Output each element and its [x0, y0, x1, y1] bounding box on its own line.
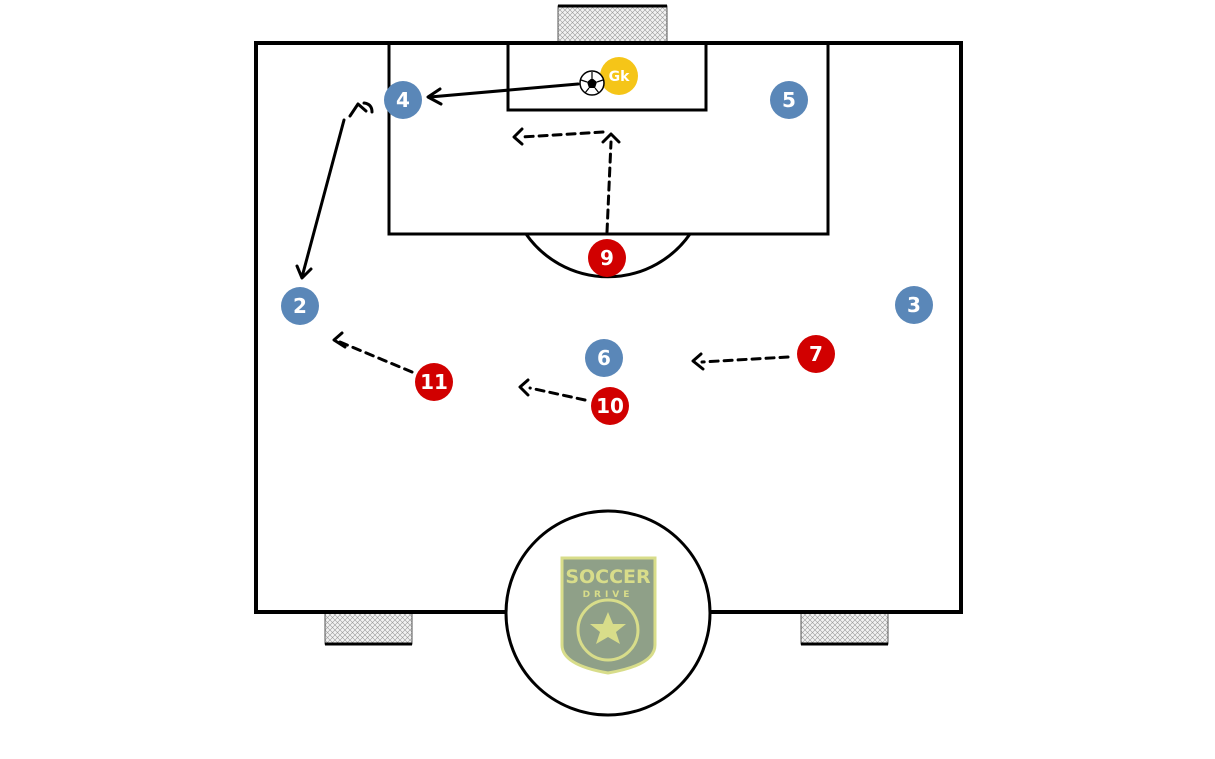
player-11: 11 — [415, 363, 453, 401]
run-9-up — [605, 140, 613, 234]
bottom-right-goal — [800, 612, 889, 646]
pass-4-to-2-arrowhead — [295, 264, 313, 280]
run-9-up-arrowhead — [601, 132, 621, 144]
player-11-label: 11 — [420, 370, 448, 394]
soccer-drive-logo: SOCCER DRIVE — [560, 556, 657, 675]
run-10-arrowhead — [518, 378, 530, 397]
run-10 — [528, 386, 587, 402]
player-3: 3 — [895, 286, 933, 324]
player-7-label: 7 — [809, 342, 823, 366]
player-10: 10 — [591, 387, 629, 425]
run-11 — [338, 340, 414, 374]
bottom-left-goal — [324, 612, 413, 646]
run-7 — [700, 355, 790, 364]
player-2-label: 2 — [293, 294, 307, 318]
pass-gk-to-4-arrowhead — [426, 87, 443, 106]
pass-gk-to-4 — [428, 82, 580, 99]
logo-line2: DRIVE — [583, 590, 634, 600]
goal-box — [506, 41, 708, 112]
player-6: 6 — [585, 339, 623, 377]
movement-arrows — [295, 82, 790, 402]
run-7-arrowhead — [691, 352, 705, 371]
player-9: 9 — [588, 239, 626, 277]
logo-line1: SOCCER — [565, 566, 651, 588]
player-7: 7 — [797, 335, 835, 373]
top-goal — [557, 4, 668, 44]
player-4: 4 — [384, 81, 422, 119]
run-9-left — [520, 130, 605, 139]
player-10-label: 10 — [596, 394, 624, 418]
player-5: 5 — [770, 81, 808, 119]
player-6-label: 6 — [597, 346, 611, 370]
player-3-label: 3 — [907, 293, 921, 317]
run-11-arrowhead — [332, 331, 347, 349]
goalkeeper: Gk — [600, 57, 638, 95]
pass-4-to-2 — [300, 118, 346, 279]
player-9-label: 9 — [600, 246, 614, 270]
player-2: 2 — [281, 287, 319, 325]
soccer-ball-icon — [579, 70, 605, 96]
gk-label: Gk — [609, 69, 630, 85]
player-5-label: 5 — [782, 88, 796, 112]
curl-4 — [348, 101, 374, 118]
run-9-left-arrowhead — [512, 127, 524, 146]
player-4-label: 4 — [396, 88, 410, 112]
